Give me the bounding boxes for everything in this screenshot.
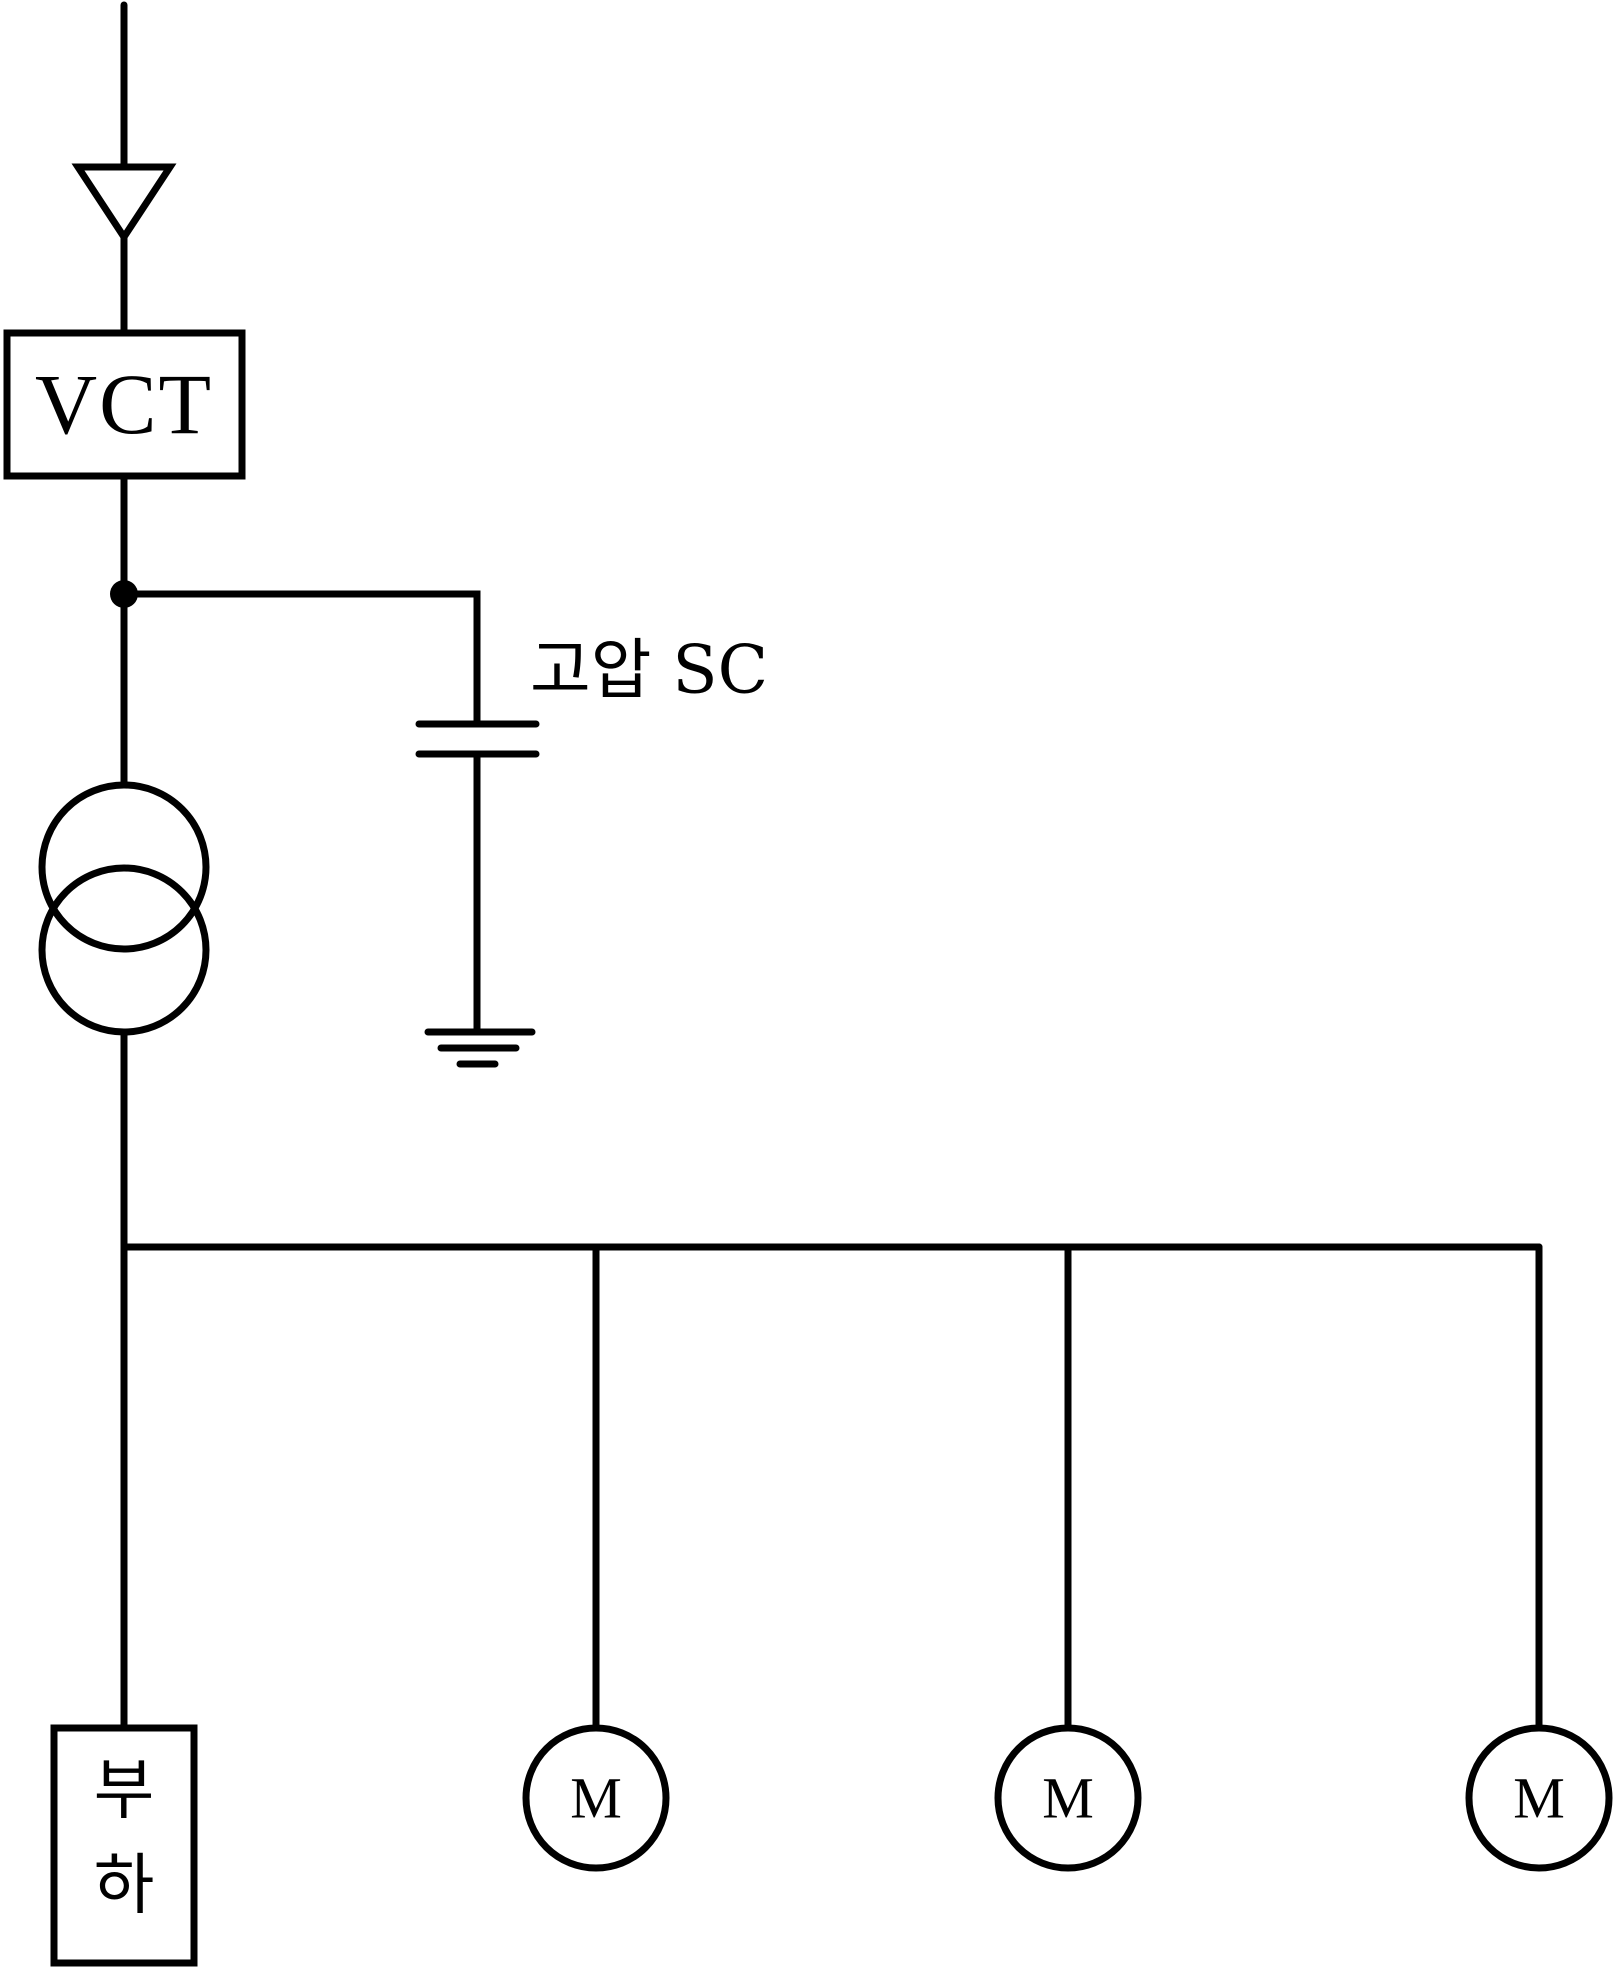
load-label-line2: 하	[94, 1847, 155, 1924]
motor-3: M	[1465, 1724, 1613, 1872]
load-label-line1: 부	[94, 1752, 155, 1829]
motor-label: M	[570, 1766, 622, 1831]
transformer-icon	[38, 781, 210, 1036]
vct-label: VCT	[35, 356, 213, 452]
vct-meter-box: VCT	[3, 329, 246, 480]
motor-1: M	[522, 1724, 670, 1872]
capacitor-symbol-icon	[415, 720, 540, 758]
incoming-arrow-icon	[71, 163, 177, 244]
motor-icon	[522, 1724, 670, 1872]
motor-icon	[994, 1724, 1142, 1872]
capacitor-label: 고압 SC	[530, 632, 768, 709]
motor-icon	[1465, 1724, 1613, 1872]
motor-2: M	[994, 1724, 1142, 1872]
capacitor-branch-line	[120, 590, 481, 728]
ground-icon	[424, 1028, 536, 1068]
motor-label: M	[1042, 1766, 1094, 1831]
motor-label: M	[1513, 1766, 1565, 1831]
load-box: 부 하	[50, 1724, 198, 1967]
